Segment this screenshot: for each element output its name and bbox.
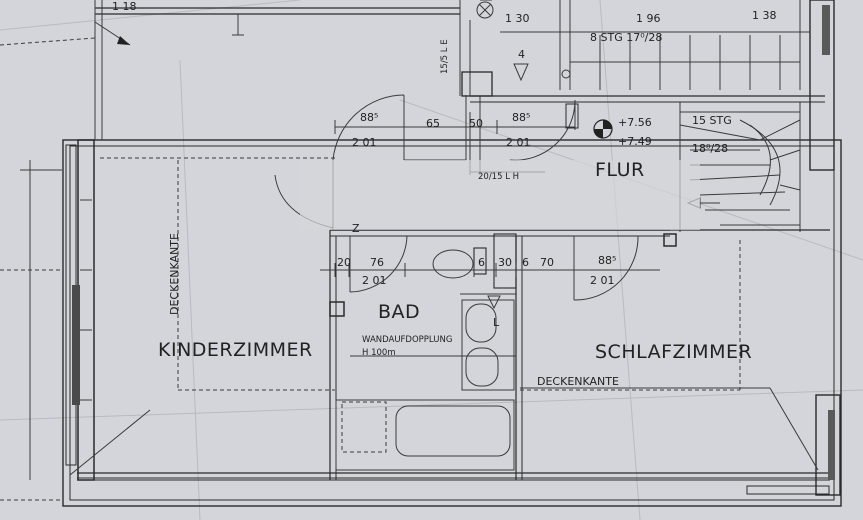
note-deckenkante-vertical: DECKENKANTE: [168, 233, 181, 315]
room-bad: BAD: [378, 301, 420, 323]
sink-upper: [465, 303, 497, 343]
note-stairs-right-count: 15 STG: [692, 114, 732, 127]
left-window-wall: [65, 139, 95, 481]
mark-l: L: [493, 316, 500, 329]
stair-arrow-label: 4: [518, 48, 525, 61]
room-schlafzimmer: SCHLAFZIMMER: [595, 341, 752, 363]
bathroom-fixtures: [335, 249, 516, 471]
dim-door-schlaf: 88⁵: [598, 254, 616, 267]
smudge: [300, 160, 700, 230]
toilet-bowl: [432, 249, 474, 279]
dim-30: 30: [498, 256, 512, 269]
entry-arrow: 1 18: [94, 0, 137, 46]
dim-door-flur-left-h: 2 01: [352, 136, 377, 149]
note-arch-opening: 20/15 L H: [478, 172, 519, 182]
dim-196: 1 96: [636, 12, 661, 25]
note-deckenkante-horizontal: DECKENKANTE: [537, 375, 619, 388]
room-kinderzimmer: KINDERZIMMER: [158, 339, 313, 361]
dim-138: 1 38: [752, 9, 777, 22]
note-wandaufdopplung: WANDAUFDOPPLUNG: [362, 335, 452, 345]
dim-130: 1 30: [505, 12, 530, 25]
dim-door-bad: 76: [370, 256, 384, 269]
level-upper: +7.56: [618, 116, 652, 129]
top-walls: [94, 0, 825, 140]
stair-top: [500, 0, 810, 90]
dim-door-flur-mid: 88⁵: [512, 111, 530, 124]
sink-lower: [465, 347, 499, 387]
note-stairs-right-ratio: 18⁸/28: [692, 142, 728, 155]
note-wall-1515: 15/5 L E: [440, 39, 450, 74]
dim-70: 70: [540, 256, 554, 269]
dimension-lines: [320, 120, 660, 277]
dim-65: 65: [426, 117, 440, 130]
mark-z: Z: [352, 222, 360, 235]
dim-20: 20: [337, 256, 351, 269]
right-window-wall: [809, 0, 841, 496]
dim-door-bad-h: 2 01: [362, 274, 387, 287]
dim-50: 50: [469, 117, 483, 130]
note-stairs-top: 8 STG 17⁰/28: [590, 31, 662, 44]
bathtub-basin: [395, 405, 511, 457]
dim-6b: 6: [522, 256, 529, 269]
dim-door-schlaf-h: 2 01: [590, 274, 615, 287]
dim-118: 1 18: [112, 0, 137, 13]
exterior-walls: [62, 139, 842, 507]
left-margin-lines: [0, 37, 96, 501]
ceiling-lines: [69, 157, 819, 476]
dim-6a: 6: [478, 256, 485, 269]
dim-door-flur-mid-h: 2 01: [506, 136, 531, 149]
level-lower: +7.49: [618, 135, 652, 148]
room-flur: FLUR: [595, 159, 645, 181]
note-wand-height: H 100m: [362, 348, 396, 358]
dim-door-flur-left: 88⁵: [360, 111, 378, 124]
